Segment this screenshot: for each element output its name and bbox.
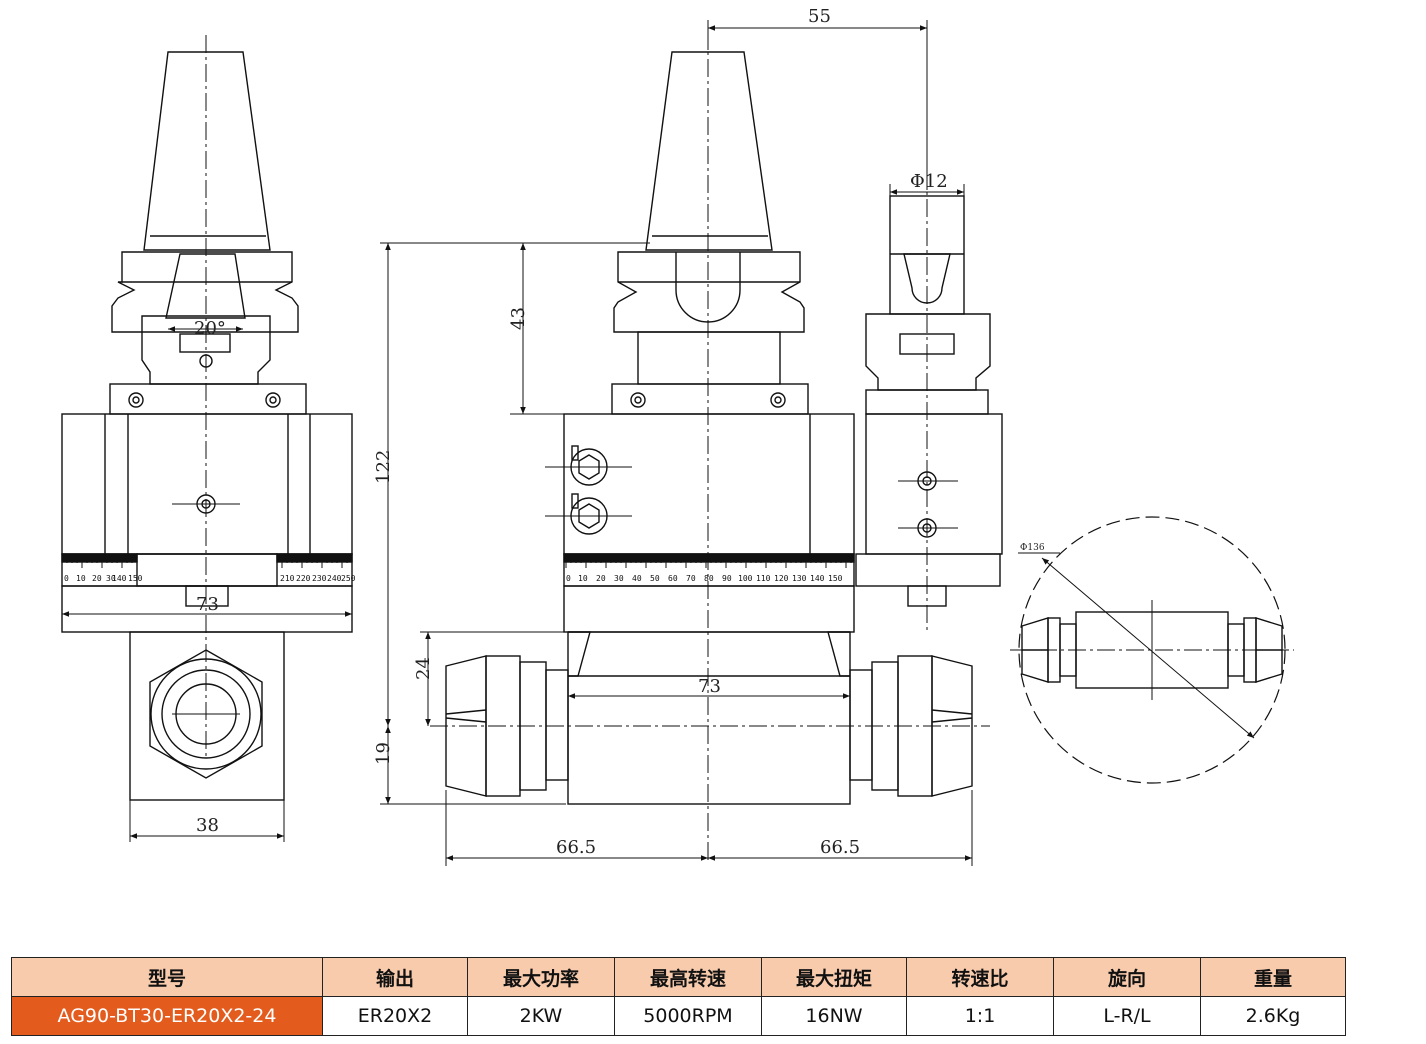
header-max-torque: 最大扭矩: [761, 957, 907, 997]
side-scale-label-3: 30: [614, 574, 624, 583]
header-speed-ratio: 转速比: [906, 957, 1054, 997]
front-scale-label-8: 230: [312, 574, 327, 583]
side-dimensions: [380, 20, 973, 866]
side-view: [445, 51, 1003, 805]
header-weight: 重量: [1200, 957, 1346, 997]
table-row: AG90-BT30-ER20X2-24 ER20X2 2KW 5000RPM 1…: [11, 996, 1346, 1036]
front-scale-label-2: 20: [92, 574, 102, 583]
cell-max-torque: 16NW: [761, 996, 907, 1036]
swing-diameter-label: Φ136: [1020, 543, 1045, 553]
side-scale-label-9: 90: [722, 574, 732, 583]
side-scale-label-7: 70: [686, 574, 696, 583]
side-scale-label-1: 10: [578, 574, 588, 583]
side-scale-label-6: 60: [668, 574, 678, 583]
spindle-drop-label: 24: [413, 657, 434, 680]
side-scale-label-14: 140: [810, 574, 825, 583]
cell-rotation: L-R/L: [1053, 996, 1201, 1036]
overall-height-label: 122: [373, 450, 394, 484]
cell-model: AG90-BT30-ER20X2-24: [11, 996, 323, 1036]
spec-table: 型号 输出 最大功率 最高转速 最大扭矩 转速比 旋向 重量 AG90-BT30…: [11, 957, 1346, 1036]
front-centerline: [172, 35, 240, 760]
side-width-label: 73: [698, 676, 721, 697]
front-width-label: 73: [196, 594, 219, 615]
front-scale-labels: 0 10 20 30 140 150 210 220 230 240 250: [64, 574, 356, 583]
front-scale-label-9: 240: [327, 574, 342, 583]
cell-output: ER20X2: [322, 996, 468, 1036]
side-scale-label-13: 130: [792, 574, 807, 583]
shank-diameter-label: Φ12: [910, 171, 948, 192]
side-centerlines: [430, 30, 990, 860]
side-scale-label-15: 150: [828, 574, 843, 583]
header-rotation: 旋向: [1053, 957, 1201, 997]
front-scale-ticks: [61, 554, 348, 568]
side-scale-label-10: 100: [738, 574, 753, 583]
front-scale-label-7: 220: [296, 574, 311, 583]
swing-view: [1010, 516, 1294, 784]
cell-weight: 2.6Kg: [1200, 996, 1346, 1036]
cell-max-speed: 5000RPM: [614, 996, 762, 1036]
header-model: 型号: [11, 957, 323, 997]
front-scale-label-1: 10: [76, 574, 86, 583]
left-reach-label: 66.5: [556, 837, 596, 858]
side-scale-label-4: 40: [632, 574, 642, 583]
taper-angle-label: 20°: [194, 318, 226, 339]
side-scale-label-0: 0: [566, 574, 571, 583]
right-reach-label: 66.5: [820, 837, 860, 858]
front-scale-label-0: 0: [64, 574, 69, 583]
side-scale-label-8: 80: [704, 574, 714, 583]
side-scale-label-11: 110: [756, 574, 771, 583]
side-scale-label-12: 120: [774, 574, 789, 583]
front-scale-label-6: 210: [280, 574, 295, 583]
top-offset-label: 55: [808, 6, 831, 27]
cell-speed-ratio: 1:1: [906, 996, 1054, 1036]
bottom-offset-label: 19: [373, 742, 394, 765]
header-max-speed: 最高转速: [614, 957, 762, 997]
header-max-power: 最大功率: [467, 957, 615, 997]
spec-header-row: 型号 输出 最大功率 最高转速 最大扭矩 转速比 旋向 重量: [11, 957, 1346, 997]
header-output: 输出: [322, 957, 468, 997]
front-scale-label-3: 30: [106, 574, 116, 583]
cell-max-power: 2KW: [467, 996, 615, 1036]
front-view: [61, 51, 353, 801]
side-scale-label-5: 50: [650, 574, 660, 583]
front-dimensions: [62, 326, 352, 842]
side-scale-label-2: 20: [596, 574, 606, 583]
side-scale-ticks: [565, 554, 852, 568]
height-to-flange-label: 43: [508, 307, 529, 330]
nut-width-label: 38: [196, 815, 219, 836]
front-scale-label-10: 250: [341, 574, 356, 583]
technical-drawing: 0 10 20 30 140 150 210 220 230 240 250 2…: [61, 6, 1294, 866]
front-scale-label-4: 140: [112, 574, 127, 583]
side-scale-labels: 0 10 20 30 40 50 60 70 80 90 100 110 120…: [566, 574, 843, 583]
front-scale-label-5: 150: [128, 574, 143, 583]
